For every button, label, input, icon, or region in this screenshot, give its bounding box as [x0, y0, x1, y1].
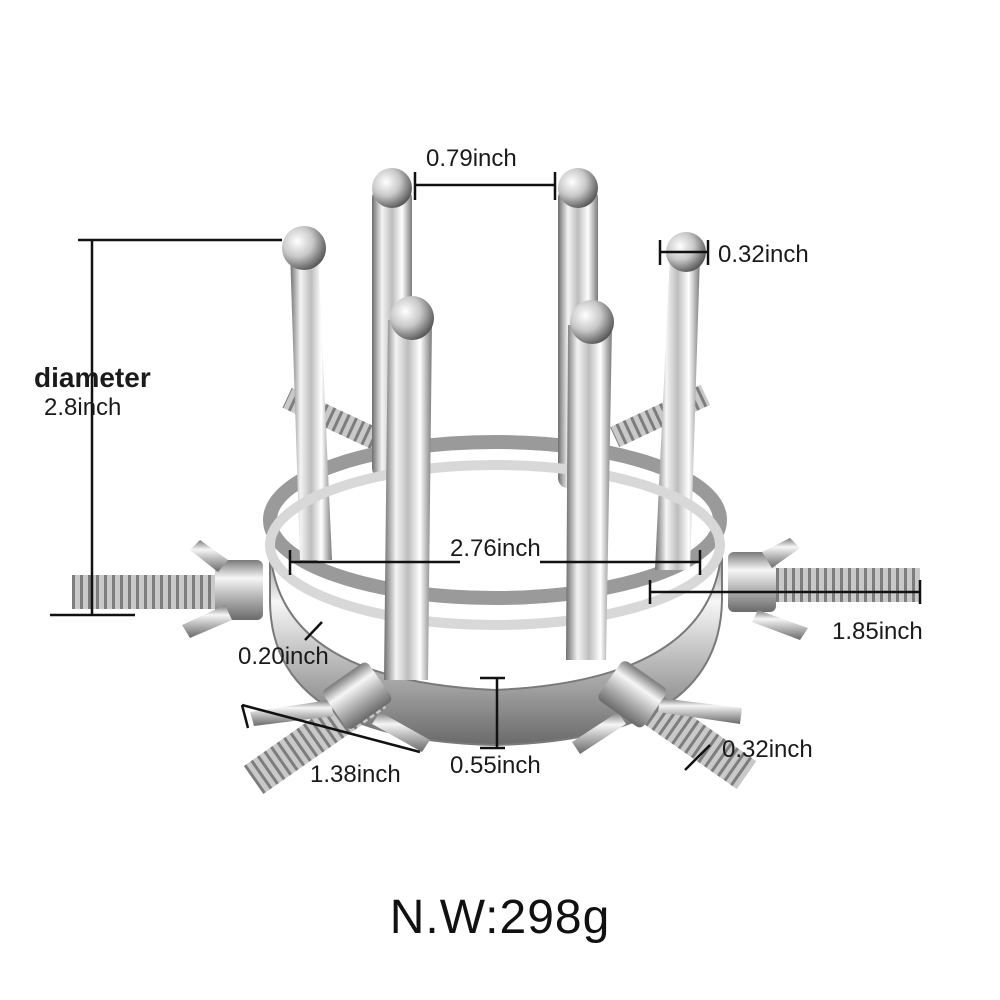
blade-left-outer	[282, 226, 332, 560]
dimension-lines	[50, 172, 922, 771]
blade-front-right	[566, 300, 614, 660]
ring-thickness-label: 0.20inch	[238, 643, 329, 670]
ring-height-label: 0.55inch	[450, 752, 541, 779]
diameter-title: diameter	[34, 362, 151, 393]
wing-span-label: 1.38inch	[310, 761, 401, 788]
left-screw	[72, 540, 263, 638]
right-screw	[728, 538, 920, 640]
front-left-screw	[243, 662, 430, 794]
blade-front-left	[384, 296, 434, 680]
screw-length-label: 1.85inch	[832, 618, 923, 645]
net-weight-label: N.W:298g	[389, 891, 611, 944]
screw-diameter-label: 0.32inch	[722, 736, 813, 763]
diameter-value: 2.8inch	[44, 394, 122, 421]
tip-diameter-label: 0.32inch	[718, 241, 809, 268]
front-right-screw	[572, 661, 757, 789]
spacing-label: 0.79inch	[426, 145, 517, 172]
ring-inner-label: 2.76inch	[450, 535, 541, 562]
ring-back	[263, 435, 727, 605]
